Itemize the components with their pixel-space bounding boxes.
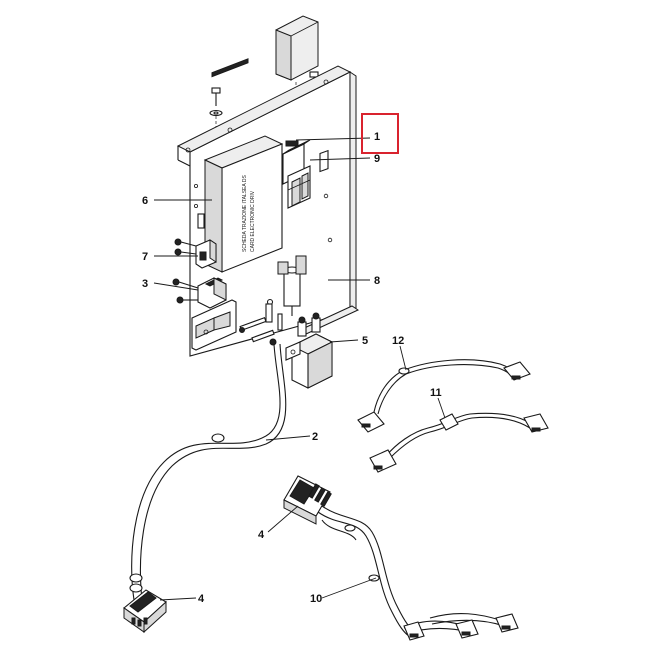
harness-10: [317, 505, 519, 641]
callout-1: 1: [374, 131, 380, 143]
callout-11: 11: [430, 387, 442, 399]
harness-11: [369, 412, 549, 473]
connector-4-upper: [283, 475, 332, 525]
callout-12: 12: [392, 335, 404, 347]
connector-7: [174, 238, 217, 269]
callout-8: 8: [374, 275, 380, 287]
card-label-line2: CARD ELECTRONIC DRIV: [250, 190, 256, 252]
screw-left: [209, 87, 223, 130]
bolts-middle: [239, 298, 283, 346]
card-label-line1: SCHEDA TRAZIONE ITALSEA DS: [242, 175, 248, 252]
main-cable-harness: [129, 343, 287, 601]
fuse-holder: [282, 139, 311, 209]
callout-4-lower: 4: [198, 593, 205, 605]
callout-2: 2: [312, 431, 318, 443]
callout-1-highlight-box: [361, 113, 399, 154]
relay-8: [277, 149, 329, 316]
relay-3: [172, 277, 227, 309]
connector-4-lower: [123, 589, 167, 634]
terminal-bracket: [191, 299, 237, 351]
callout-5: 5: [362, 335, 368, 347]
leader-lines: [153, 137, 446, 601]
callout-3: 3: [142, 278, 148, 290]
harness-12: [357, 359, 531, 433]
callout-7: 7: [142, 251, 148, 263]
callout-4-upper: 4: [258, 529, 265, 541]
callout-10: 10: [310, 593, 322, 605]
callout-6: 6: [142, 195, 148, 207]
callout-9: 9: [374, 153, 380, 165]
top-cover: [275, 15, 319, 81]
contactor-5: [285, 312, 334, 389]
